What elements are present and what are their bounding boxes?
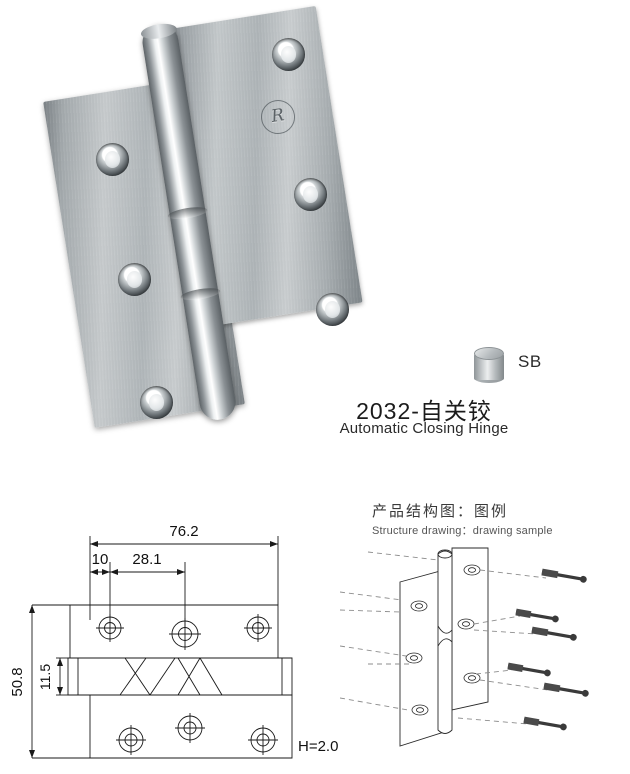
pin-seam-lower bbox=[179, 286, 221, 303]
screw-hole bbox=[272, 38, 305, 71]
screw-hole bbox=[294, 178, 327, 211]
product-title-cn: 2032-自关铰 bbox=[356, 398, 492, 424]
cylinder-top bbox=[474, 347, 504, 360]
product-photo: R bbox=[40, 5, 400, 468]
screw-hole bbox=[316, 293, 349, 326]
dim-hole-spacing: 28.1 bbox=[132, 551, 161, 568]
structure-title-en: Structure drawing：drawing sample bbox=[372, 525, 553, 537]
dim-knuckle-height: 11.5 bbox=[37, 664, 53, 690]
product-title-en: Automatic Closing Hinge bbox=[339, 420, 509, 437]
pin-cap bbox=[139, 21, 178, 42]
dim-overall-length: 76.2 bbox=[169, 523, 198, 540]
screw-icon-group bbox=[507, 568, 589, 731]
finish-swatch-cylinder-icon bbox=[474, 346, 504, 383]
finish-code-label: SB bbox=[518, 352, 542, 371]
technical-drawing-svg: 76.2 10 28.1 50.8 11.5 H=2.0 bbox=[9, 523, 338, 759]
structure-title-cn: 产品结构图：图例 bbox=[372, 503, 509, 520]
hinge-photo-composite: R bbox=[40, 5, 400, 468]
structure-drawing-svg bbox=[340, 547, 589, 747]
structure-drawing: 产品结构图：图例 Structure drawing：drawing sampl… bbox=[340, 494, 630, 774]
screw-hole bbox=[118, 263, 151, 296]
dim-thickness-note: H=2.0 bbox=[298, 738, 338, 755]
technical-drawing: 76.2 10 28.1 50.8 11.5 H=2.0 bbox=[0, 500, 340, 774]
finish-swatch-row: SB bbox=[470, 344, 610, 388]
screw-hole bbox=[140, 386, 173, 419]
pin-seam-upper bbox=[167, 205, 209, 222]
screw-hole bbox=[96, 143, 129, 176]
dim-edge-offset: 10 bbox=[92, 551, 109, 568]
dim-overall-height: 50.8 bbox=[9, 667, 26, 696]
